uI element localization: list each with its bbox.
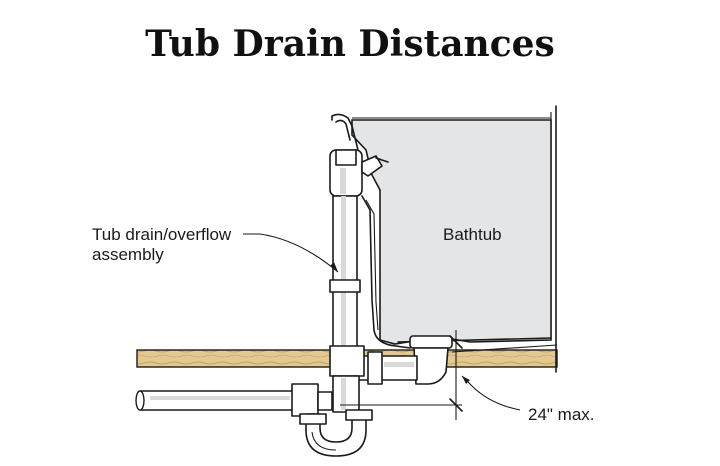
max-distance-leader [461,375,521,411]
diagram-title: Tub Drain Distances [145,23,555,65]
assembly-leader [243,233,339,273]
tee-fitting [329,345,365,413]
trap-arm-pipe [135,383,333,417]
overflow-spout [331,113,359,151]
overflow-pipe [329,195,361,351]
max-distance-label: 24" max. [528,405,595,424]
assembly-label-line1: Tub drain/overflow [92,225,232,244]
linkage-cable [361,195,411,349]
p-trap [299,409,373,457]
overflow-head [329,149,389,197]
drain-shoe [409,335,453,385]
assembly-label-line2: assembly [92,245,164,264]
bathtub-label: Bathtub [443,225,502,244]
drain-horizontal-pipe [356,351,418,385]
dimension-lines [340,330,463,420]
